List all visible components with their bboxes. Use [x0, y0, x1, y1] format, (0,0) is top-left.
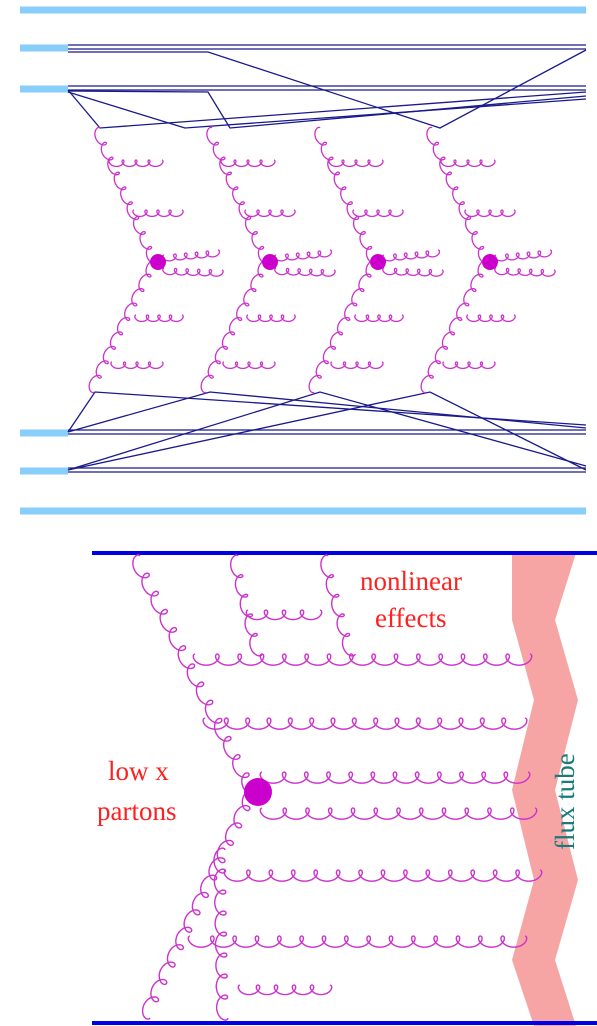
- gluon-line: [162, 249, 221, 262]
- gluon-line: [314, 126, 379, 265]
- vertex-dot: [150, 254, 166, 270]
- gluon-line: [110, 361, 164, 370]
- gluon-line: [466, 314, 516, 323]
- central-vertex: [244, 778, 272, 806]
- gluon-cascade: [132, 554, 543, 1021]
- gluon-line: [382, 267, 444, 277]
- label-partons: partons: [97, 796, 176, 826]
- string-line: [67, 91, 587, 129]
- gluon-line: [354, 314, 404, 323]
- gluon-line: [94, 126, 159, 265]
- gluon-line: [132, 209, 184, 218]
- gluon-line: [274, 267, 336, 277]
- vertex-dot: [262, 254, 278, 270]
- gluon-line: [88, 259, 159, 394]
- gluon-line: [494, 249, 553, 262]
- gluon-line: [464, 209, 516, 218]
- bottom-diagram: nonlinear effects low x partons flux tub…: [92, 551, 597, 1026]
- gluon-line: [237, 984, 333, 996]
- label-low-x: low x: [108, 756, 169, 786]
- gluon-line: [162, 267, 224, 277]
- label-effects: effects: [375, 603, 446, 633]
- top-diagram: [20, 6, 587, 515]
- gluon-line: [108, 159, 164, 168]
- string-line: [67, 391, 587, 471]
- gluon-line: [308, 259, 379, 394]
- gluon-line: [134, 314, 184, 323]
- gluon-line: [222, 361, 276, 370]
- string-line: [67, 391, 587, 433]
- gluon-line: [213, 847, 229, 1021]
- gluon-line: [420, 259, 491, 394]
- incoming-beam-stubs: [20, 44, 68, 475]
- gluon-line: [426, 126, 491, 265]
- gluon-line: [132, 554, 259, 797]
- gluon-line: [187, 935, 528, 948]
- string-lines: [67, 44, 587, 473]
- string-line: [67, 391, 587, 471]
- gluon-ladders: [88, 126, 556, 394]
- gluon-line: [141, 787, 259, 1020]
- gluon-line: [352, 209, 404, 218]
- string-line: [67, 391, 587, 433]
- gluon-line: [230, 554, 263, 657]
- gluon-line: [440, 159, 496, 168]
- gluon-ladder: [420, 126, 556, 394]
- gluon-line: [192, 653, 533, 666]
- label-flux-tube: flux tube: [550, 753, 580, 850]
- flux-tube: [512, 553, 578, 1026]
- gluon-line: [200, 259, 271, 394]
- gluon-line: [320, 554, 356, 657]
- gluon-line: [223, 869, 543, 882]
- gluon-line: [202, 717, 528, 730]
- gluon-line: [328, 159, 384, 168]
- vertex-dot: [370, 254, 386, 270]
- gluon-ladder: [200, 126, 336, 394]
- string-line: [68, 49, 587, 129]
- label-nonlinear: nonlinear: [360, 566, 462, 596]
- gluon-line: [382, 249, 441, 262]
- gluon-line: [259, 807, 538, 820]
- vertex-dot: [482, 254, 498, 270]
- string-line: [67, 89, 587, 129]
- gluon-line: [330, 361, 384, 370]
- string-line: [67, 90, 587, 129]
- gluon-ladder: [308, 126, 444, 394]
- gluon-ladder: [88, 126, 224, 394]
- gluon-line: [206, 126, 271, 265]
- gluon-line: [244, 209, 296, 218]
- gluon-line: [494, 267, 556, 277]
- gluon-line: [220, 159, 276, 168]
- gluon-line: [442, 361, 496, 370]
- gluon-line: [274, 249, 333, 262]
- gluon-line: [246, 314, 296, 323]
- gluon-line: [245, 609, 323, 621]
- gluon-line: [259, 771, 531, 784]
